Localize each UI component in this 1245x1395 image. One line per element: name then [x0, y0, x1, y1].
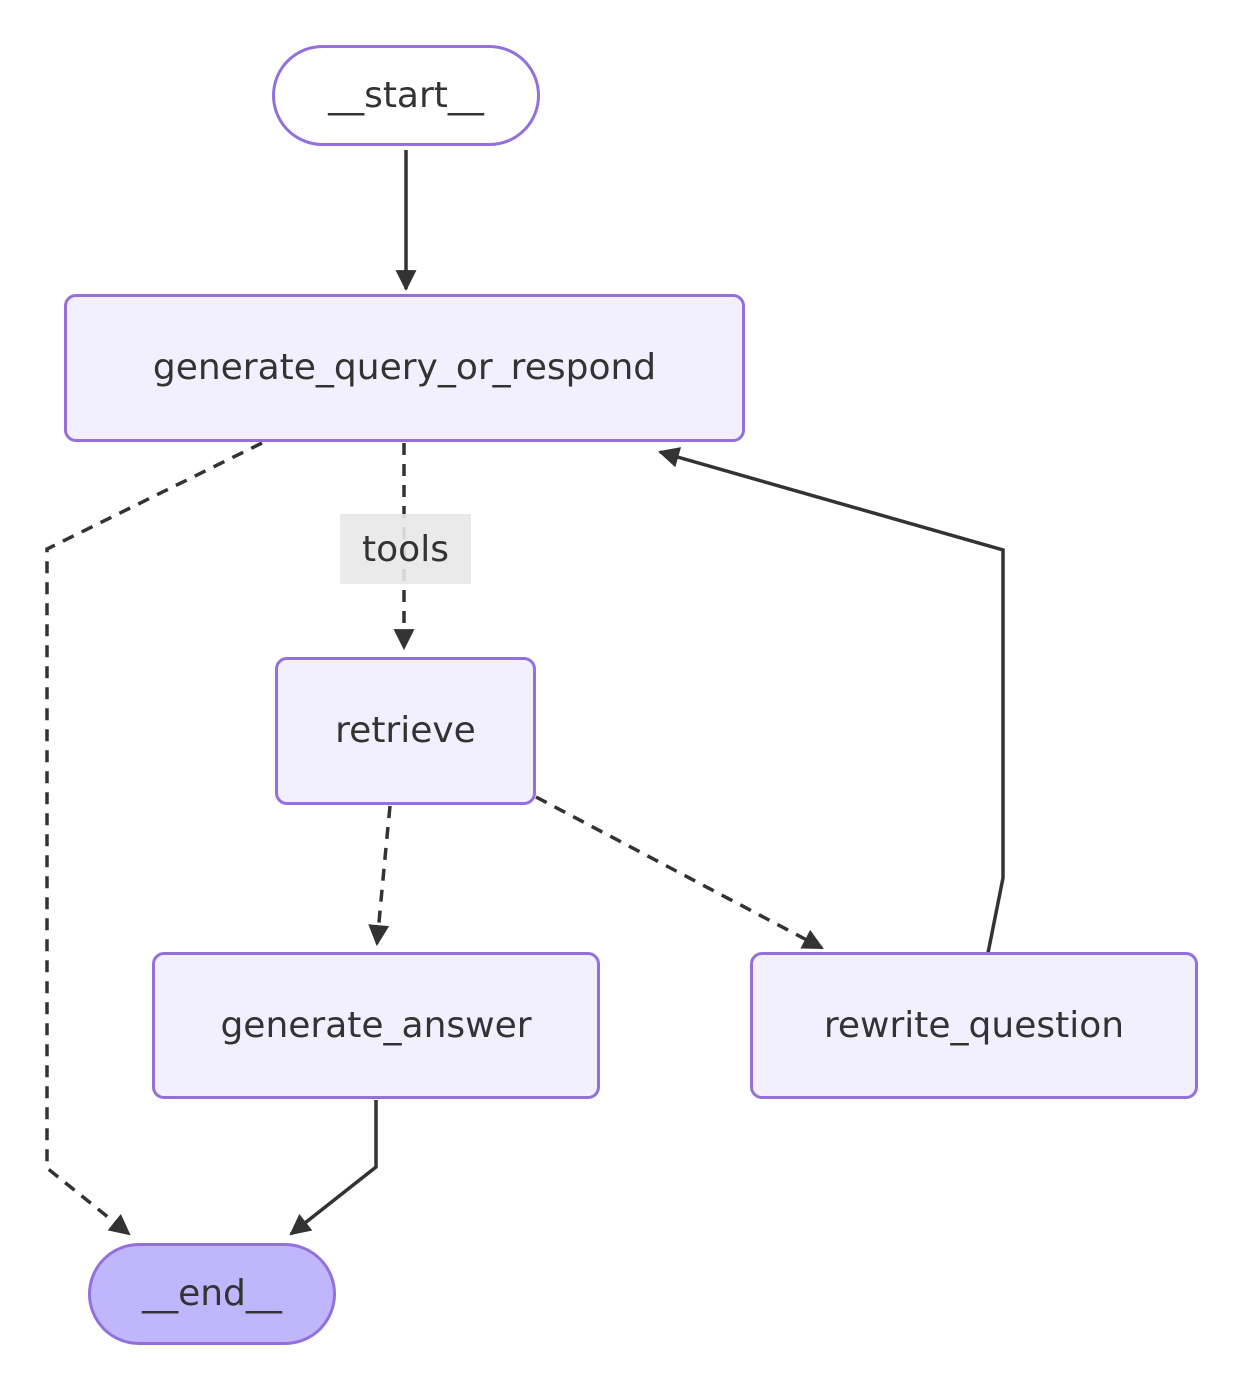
node-rewrite-question: rewrite_question — [750, 952, 1198, 1099]
node-end-label: __end__ — [142, 1273, 282, 1315]
node-generate-query-or-respond: generate_query_or_respond — [64, 294, 745, 442]
node-rewrite-question-label: rewrite_question — [823, 1004, 1125, 1046]
edge-label-tools: tools — [340, 514, 471, 584]
edge-retrieve-to-rewrite-question — [535, 795, 824, 950]
edge-retrieve-to-generate-answer — [368, 805, 392, 947]
node-generate-answer-label: generate_answer — [220, 1004, 532, 1046]
node-generate-answer: generate_answer — [152, 952, 600, 1099]
edge-generate-answer-to-end — [289, 1100, 378, 1236]
node-end: __end__ — [88, 1243, 336, 1345]
node-retrieve: retrieve — [275, 657, 536, 805]
node-start: __start__ — [272, 45, 540, 146]
node-generate-query-or-respond-label: generate_query_or_respond — [152, 347, 657, 389]
edge-generate-query-or-respond-to-end — [45, 441, 263, 1236]
node-retrieve-label: retrieve — [335, 710, 476, 752]
edge-rewrite-question-to-generate-query-or-respond — [657, 447, 1005, 954]
node-start-label: __start__ — [328, 74, 484, 116]
